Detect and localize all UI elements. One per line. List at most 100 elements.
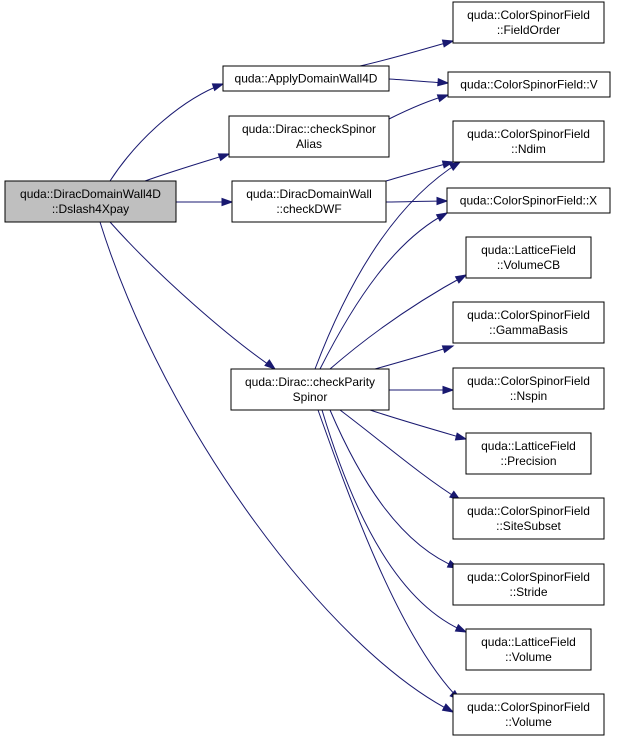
node-label-line: Spinor (293, 390, 328, 404)
node-apply-dw4d[interactable]: quda::ApplyDomainWall4D (222, 65, 390, 92)
edge-check_parity_spinor-to-csf_site_subset (339, 409, 462, 501)
edge-line (109, 221, 276, 370)
arrowhead-icon (441, 345, 455, 354)
root-node-root[interactable]: quda::DiracDomainWall4D::Dslash4Xpay (4, 180, 177, 223)
node-label-line: quda::ColorSpinorField (467, 700, 590, 714)
node-label-line: quda::Dirac::checkParity (245, 375, 375, 389)
node-label-line: ::Volume (505, 650, 552, 664)
edge-apply_dw4d-to-csf_field_order (359, 39, 455, 67)
node-csf-volume[interactable]: quda::ColorSpinorField::Volume (452, 693, 605, 736)
edge-root-to-csf_volume (99, 221, 455, 713)
edge-line (319, 212, 448, 370)
edge-check_spinor_alias-to-csf_v (388, 94, 450, 120)
node-lf-precision[interactable]: quda::LatticeField::Precision (465, 432, 592, 475)
node-csf-stride[interactable]: quda::ColorSpinorField::Stride (452, 563, 605, 606)
node-box (452, 497, 605, 540)
node-box (452, 367, 605, 410)
arrowhead-icon (441, 703, 455, 713)
node-box (222, 65, 390, 92)
node-box (4, 180, 177, 223)
arrowhead-icon (211, 83, 225, 92)
node-lf-volume[interactable]: quda::LatticeField::Volume (465, 628, 592, 671)
node-label-line: quda::ColorSpinorField::V (460, 78, 597, 92)
node-label-line: ::Dslash4Xpay (52, 202, 129, 216)
edge-check_parity_spinor-to-lf_volume_cb (329, 274, 468, 370)
node-box (452, 1, 605, 44)
edge-line (321, 409, 467, 633)
edge-apply_dw4d-to-csf_v (388, 77, 450, 87)
edge-line (359, 40, 454, 67)
node-label-line: ::FieldOrder (497, 23, 560, 37)
node-box (447, 71, 611, 98)
arrowhead-icon (217, 153, 231, 162)
edge-check_parity_spinor-to-csf_gamma_basis (374, 345, 455, 370)
arrowhead-icon (264, 359, 277, 370)
arrowhead-icon (448, 161, 462, 172)
node-label-line: quda::DiracDomainWall (246, 187, 372, 201)
node-box (452, 693, 605, 736)
call-edges (99, 39, 468, 713)
node-box (465, 236, 592, 279)
node-label-line: ::Nspin (510, 389, 547, 403)
arrowhead-icon (441, 39, 455, 48)
edge-root-to-check_dwf (175, 197, 234, 207)
arrowhead-icon (221, 197, 234, 207)
arrowhead-icon (441, 160, 455, 169)
edge-root-to-check_spinor_alias (144, 153, 231, 182)
node-box (446, 187, 611, 214)
node-label-line: quda::ColorSpinorField (467, 570, 590, 584)
node-label-line: ::Stride (509, 585, 547, 599)
node-lf-volume-cb[interactable]: quda::LatticeField::VolumeCB (465, 236, 592, 279)
edge-check_parity_spinor-to-csf_volume (317, 409, 462, 702)
arrowhead-icon (454, 432, 468, 441)
node-box (228, 115, 390, 158)
node-label-line: quda::ApplyDomainWall4D (235, 72, 378, 86)
node-label-line: quda::ColorSpinorField (467, 127, 590, 141)
edge-line (329, 274, 467, 370)
edge-line (329, 409, 459, 569)
node-label-line: quda::LatticeField (481, 635, 576, 649)
arrowhead-icon (442, 385, 455, 395)
edge-line (109, 83, 224, 182)
node-label-line: quda::ColorSpinorField (467, 374, 590, 388)
node-csf-ndim[interactable]: quda::ColorSpinorField::Ndim (452, 120, 605, 163)
node-csf-x[interactable]: quda::ColorSpinorField::X (446, 187, 611, 214)
node-label-line: quda::ColorSpinorField::X (460, 194, 597, 208)
node-label-line: ::Volume (505, 715, 552, 729)
edge-line (317, 409, 461, 701)
node-csf-field-order[interactable]: quda::ColorSpinorField::FieldOrder (452, 1, 605, 44)
node-label-line: quda::LatticeField (481, 243, 576, 257)
node-csf-nspin[interactable]: quda::ColorSpinorField::Nspin (452, 367, 605, 410)
edge-check_dwf-to-csf_x (385, 196, 449, 206)
node-label-line: ::VolumeCB (497, 258, 560, 272)
node-label-line: quda::ColorSpinorField (467, 308, 590, 322)
node-label-line: quda::DiracDomainWall4D (20, 187, 161, 201)
node-box (452, 120, 605, 163)
node-label-line: Alias (296, 137, 322, 151)
edge-root-to-check_parity_spinor (109, 221, 277, 370)
node-box (465, 628, 592, 671)
node-label-line: ::GammaBasis (489, 323, 568, 337)
arrowhead-icon (436, 94, 450, 103)
edge-line (99, 221, 454, 713)
edge-line (314, 161, 461, 370)
node-check-dwf[interactable]: quda::DiracDomainWall::checkDWF (231, 180, 387, 223)
node-csf-site-subset[interactable]: quda::ColorSpinorField::SiteSubset (452, 497, 605, 540)
arrowhead-icon (437, 77, 450, 87)
edge-line (374, 345, 454, 370)
node-csf-gamma-basis[interactable]: quda::ColorSpinorField::GammaBasis (452, 301, 605, 344)
edge-line (144, 153, 230, 182)
arrowhead-icon (454, 274, 468, 284)
edge-check_parity_spinor-to-csf_stride (329, 409, 460, 569)
node-box (452, 563, 605, 606)
node-label-line: ::Precision (500, 454, 556, 468)
node-label-line: quda::ColorSpinorField (467, 8, 590, 22)
node-csf-v[interactable]: quda::ColorSpinorField::V (447, 71, 611, 98)
node-box (231, 180, 387, 223)
node-label-line: quda::ColorSpinorField (467, 504, 590, 518)
edge-check_parity_spinor-to-csf_ndim (314, 161, 462, 370)
edge-line (369, 409, 467, 440)
edge-check_dwf-to-csf_ndim (385, 160, 455, 182)
